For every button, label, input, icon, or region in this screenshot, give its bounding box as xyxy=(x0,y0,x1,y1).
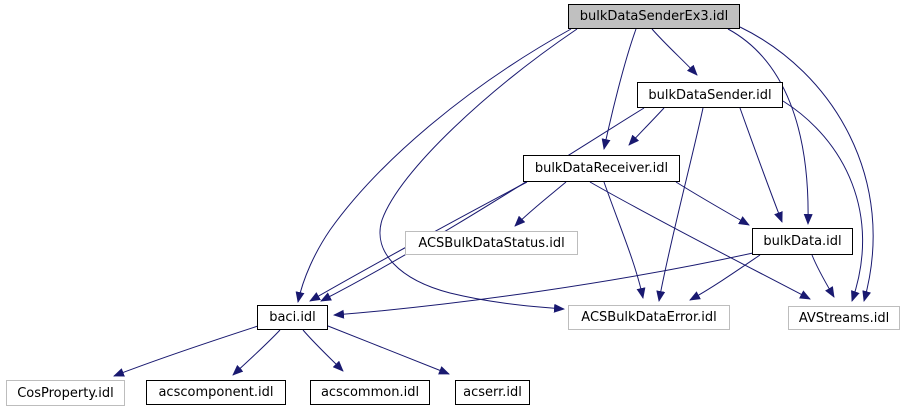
node-label: bulkData.idl xyxy=(763,234,842,249)
edge-baci-acscomponent xyxy=(232,329,281,376)
edge-bulkDataSenderEx3-bulkDataSender xyxy=(651,28,698,76)
edge-bulkDataSender-bulkData xyxy=(739,107,783,223)
node-label: AVStreams.idl xyxy=(798,310,890,326)
edge-baci-acscommon xyxy=(302,329,344,372)
node-label: bulkDataSenderEx3.idl xyxy=(579,9,729,24)
node-label: ACSBulkDataStatus.idl xyxy=(418,235,565,251)
node-bulkData[interactable]: bulkData.idl xyxy=(752,228,853,255)
node-label: CosProperty.idl xyxy=(17,385,114,401)
node-label: baci.idl xyxy=(269,310,316,325)
node-baci[interactable]: baci.idl xyxy=(257,305,328,330)
edge-bulkDataSender-ACSBulkDataError xyxy=(656,107,704,302)
edge-baci-CosProperty xyxy=(113,325,259,377)
edge-bulkDataSender-baci xyxy=(320,107,645,302)
edge-bulkDataSenderEx3-bulkDataReceiver xyxy=(601,28,637,150)
node-label: acscommon.idl xyxy=(320,385,420,400)
edge-bulkDataReceiver-ACSBulkDataStatus xyxy=(514,181,567,227)
edge-bulkDataSenderEx3-bulkData xyxy=(727,28,813,225)
edge-bulkDataSender-AVStreams xyxy=(782,100,864,302)
node-acscomponent[interactable]: acscomponent.idl xyxy=(146,380,286,405)
node-bulkDataSender[interactable]: bulkDataSender.idl xyxy=(637,82,783,108)
node-label: bulkDataReceiver.idl xyxy=(534,161,669,176)
node-ACSBulkDataError[interactable]: ACSBulkDataError.idl xyxy=(568,305,730,330)
edge-bulkDataReceiver-bulkData xyxy=(675,181,750,226)
node-AVStreams[interactable]: AVStreams.idl xyxy=(788,306,900,330)
node-label: acscomponent.idl xyxy=(158,385,274,400)
node-acserr[interactable]: acserr.idl xyxy=(455,380,530,405)
node-acscommon[interactable]: acscommon.idl xyxy=(310,380,430,405)
edge-bulkDataSenderEx3-AVStreams xyxy=(739,26,874,302)
edge-baci-acserr xyxy=(327,325,450,375)
node-label: acserr.idl xyxy=(463,385,522,400)
edge-bulkDataSenderEx3-baci xyxy=(295,28,572,303)
edge-bulkData-ACSBulkDataError xyxy=(689,254,761,301)
node-label: bulkDataSender.idl xyxy=(648,87,772,103)
edge-bulkDataSenderEx3-ACSBulkDataError xyxy=(379,28,578,313)
node-CosProperty[interactable]: CosProperty.idl xyxy=(6,380,125,406)
node-label: ACSBulkDataError.idl xyxy=(581,310,717,325)
node-bulkDataSenderEx3[interactable]: bulkDataSenderEx3.idl xyxy=(568,4,740,29)
edge-bulkDataSender-bulkDataReceiver xyxy=(628,107,665,146)
edge-bulkDataReceiver-AVStreams xyxy=(589,181,811,300)
edge-bulkData-baci xyxy=(333,252,754,319)
edge-bulkDataReceiver-ACSBulkDataError xyxy=(603,181,646,299)
node-ACSBulkDataStatus[interactable]: ACSBulkDataStatus.idl xyxy=(405,231,578,255)
node-bulkDataReceiver[interactable]: bulkDataReceiver.idl xyxy=(523,155,680,182)
edge-bulkData-AVStreams xyxy=(811,254,835,298)
